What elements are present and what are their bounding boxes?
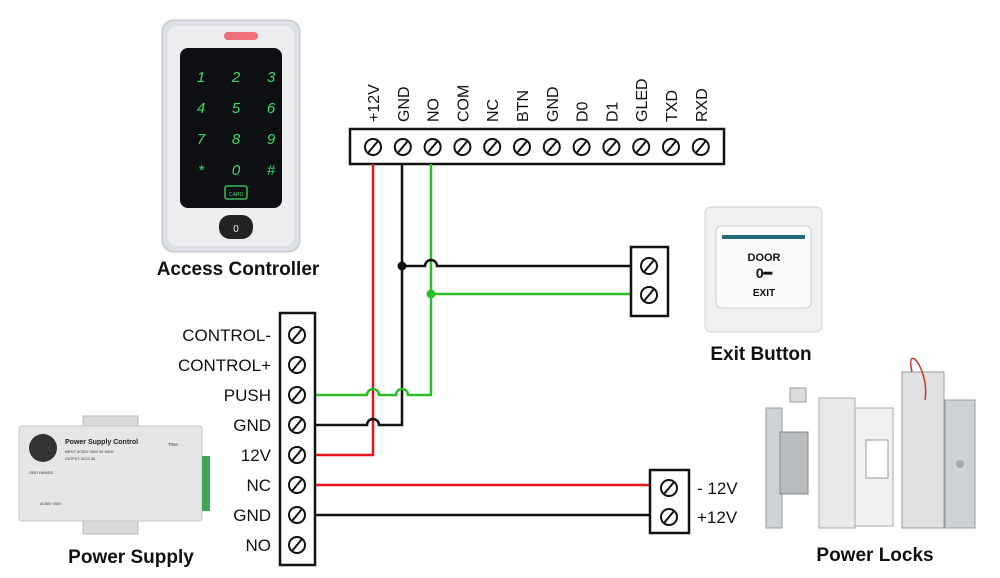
keypad-panel xyxy=(180,48,282,208)
screw-icon xyxy=(691,138,710,156)
screw-icon xyxy=(632,138,651,156)
power-supply-terminal-label: GND xyxy=(233,506,271,525)
ps-device-output: OUTPUT: DC12 3A xyxy=(65,457,96,461)
ps-device-input: INPUT: AC90V~260V 50~60HZ xyxy=(65,450,115,454)
power-supply-title: Power Supply xyxy=(68,547,194,568)
power-supply-terminal-label: GND xyxy=(233,416,271,435)
controller-terminal-label: TXD xyxy=(664,90,681,122)
controller-terminal-label: GLED xyxy=(634,78,651,122)
screw-icon xyxy=(572,138,591,156)
screw-icon xyxy=(393,138,412,156)
card-icon xyxy=(224,185,248,200)
wire-exit-gnd xyxy=(402,258,631,268)
power-supply-terminal-label: NC xyxy=(246,476,271,495)
magnetic-lock xyxy=(901,371,945,529)
keypad-key: * xyxy=(198,162,205,179)
screw-icon xyxy=(542,138,561,156)
keypad-keys: 1 2 3 4 5 6 7 8 9 * 0 # xyxy=(197,69,276,179)
power-supply-terminal-block xyxy=(278,311,317,567)
screw-icon xyxy=(602,138,621,156)
ps-device-time: Time xyxy=(168,442,178,447)
screw-icon xyxy=(288,446,306,464)
screw-icon xyxy=(640,286,658,304)
screw-icon xyxy=(453,138,472,156)
wire-no-green-push xyxy=(316,164,433,397)
screw-icon xyxy=(288,476,306,494)
keypad-key: 9 xyxy=(267,131,276,148)
lock-terminal-neg: - 12V xyxy=(697,479,738,498)
key-icon: 0━ xyxy=(756,265,773,281)
power-supply-device: Power Supply Control INPUT: AC90V~260V 5… xyxy=(18,415,210,535)
screw-icon xyxy=(662,138,680,156)
keypad-key: 8 xyxy=(232,131,241,148)
ps-device-rating: AC90V~260V xyxy=(40,502,62,506)
screw-icon xyxy=(288,506,306,524)
keypad-key: # xyxy=(267,162,276,179)
power-supply-terminal-label: 12V xyxy=(241,446,272,465)
wire-gnd-black xyxy=(316,164,404,427)
exit-button-device: DOOR 0━ EXIT xyxy=(704,206,823,333)
power-locks-device xyxy=(765,357,976,529)
controller-terminal-label: D1 xyxy=(604,101,621,122)
power-supply-terminal-label: NO xyxy=(246,536,272,555)
status-led xyxy=(224,32,258,40)
screw-icon xyxy=(483,138,502,156)
screw-icon xyxy=(513,138,531,156)
power-supply-terminal-label: CONTROL- xyxy=(182,326,271,345)
ps-device-brand: OBO HANDS xyxy=(29,470,53,475)
bolt-lock xyxy=(818,397,856,529)
controller-terminal-label: +12V xyxy=(366,84,383,122)
keypad-key: 1 xyxy=(197,69,205,86)
controller-terminal-label: COM xyxy=(455,85,472,122)
controller-terminal-label: BTN xyxy=(515,90,532,122)
screw-icon xyxy=(288,386,306,404)
keypad-key: 6 xyxy=(267,100,276,117)
power-locks-title: Power Locks xyxy=(816,545,933,566)
keypad-key: 7 xyxy=(197,131,206,148)
access-controller-title: Access Controller xyxy=(157,259,320,280)
card-label: CARD xyxy=(229,192,244,198)
junction-dot-green xyxy=(426,289,436,299)
controller-terminal-label: D0 xyxy=(575,101,592,122)
wire-12v-red xyxy=(316,164,375,457)
screw-icon xyxy=(288,356,306,374)
exit-button-title: Exit Button xyxy=(710,344,811,365)
doorbell-button xyxy=(219,215,253,239)
keypad-key: 0 xyxy=(232,162,241,179)
wires xyxy=(316,164,650,517)
lock-terminal-pos: +12V xyxy=(697,508,738,527)
keypad-key: 4 xyxy=(197,100,205,117)
junction-dot-black xyxy=(397,261,407,271)
screw-icon xyxy=(640,257,658,275)
screw-icon xyxy=(660,508,678,526)
controller-terminal-label: NO xyxy=(426,98,443,122)
keypad-key: 3 xyxy=(267,69,276,86)
power-supply-terminal-label: PUSH xyxy=(224,386,271,405)
screw-icon xyxy=(288,326,306,344)
hand-logo-icon xyxy=(29,434,57,462)
screw-icon xyxy=(423,138,442,156)
controller-terminal-label: RXD xyxy=(694,88,711,122)
controller-terminal-label: GND xyxy=(545,86,562,122)
door-label: DOOR xyxy=(748,252,781,264)
exit-label: EXIT xyxy=(753,288,775,299)
access-controller-device: 1 2 3 4 5 6 7 8 9 * 0 # CARD 0 xyxy=(161,19,301,253)
controller-terminal-block xyxy=(348,127,726,166)
keypad-key: 5 xyxy=(232,100,241,117)
screw-icon xyxy=(660,479,678,497)
bell-icon: 0 xyxy=(233,224,239,235)
controller-terminal-label: GND xyxy=(396,86,413,122)
screw-icon xyxy=(288,416,306,434)
controller-terminal-label: NC xyxy=(485,99,502,122)
keypad-key: 2 xyxy=(231,69,241,86)
screw-icon xyxy=(364,138,382,156)
ps-device-title: Power Supply Control xyxy=(65,439,138,446)
power-supply-terminal-label: CONTROL+ xyxy=(178,356,271,375)
screw-icon xyxy=(288,536,306,554)
